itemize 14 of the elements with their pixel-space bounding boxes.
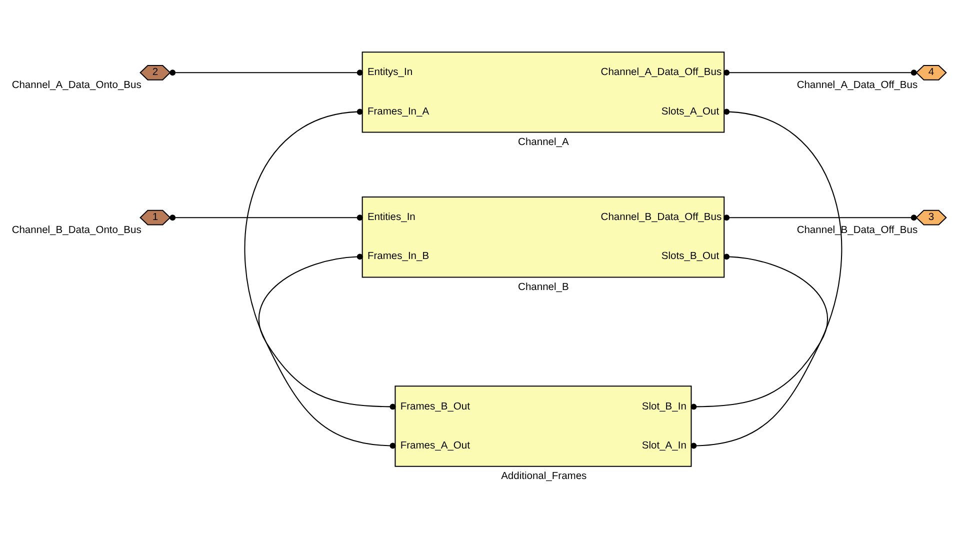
node-label: Additional_Frames <box>501 470 587 482</box>
connector <box>244 108 396 448</box>
connector <box>724 214 917 220</box>
connector <box>258 253 396 410</box>
node-label: Channel_B_Data_Onto_Bus <box>12 224 142 236</box>
connector <box>724 69 917 76</box>
connector <box>690 108 842 448</box>
connector <box>170 69 363 76</box>
connector <box>170 214 363 220</box>
node-label: Channel_B <box>518 282 569 293</box>
node-label: Channel_A_Data_Onto_Bus <box>12 80 142 91</box>
node-label: Channel_A <box>518 136 569 148</box>
connector <box>690 253 828 410</box>
node-label: Channel_A_Data_Off_Bus <box>796 80 918 91</box>
